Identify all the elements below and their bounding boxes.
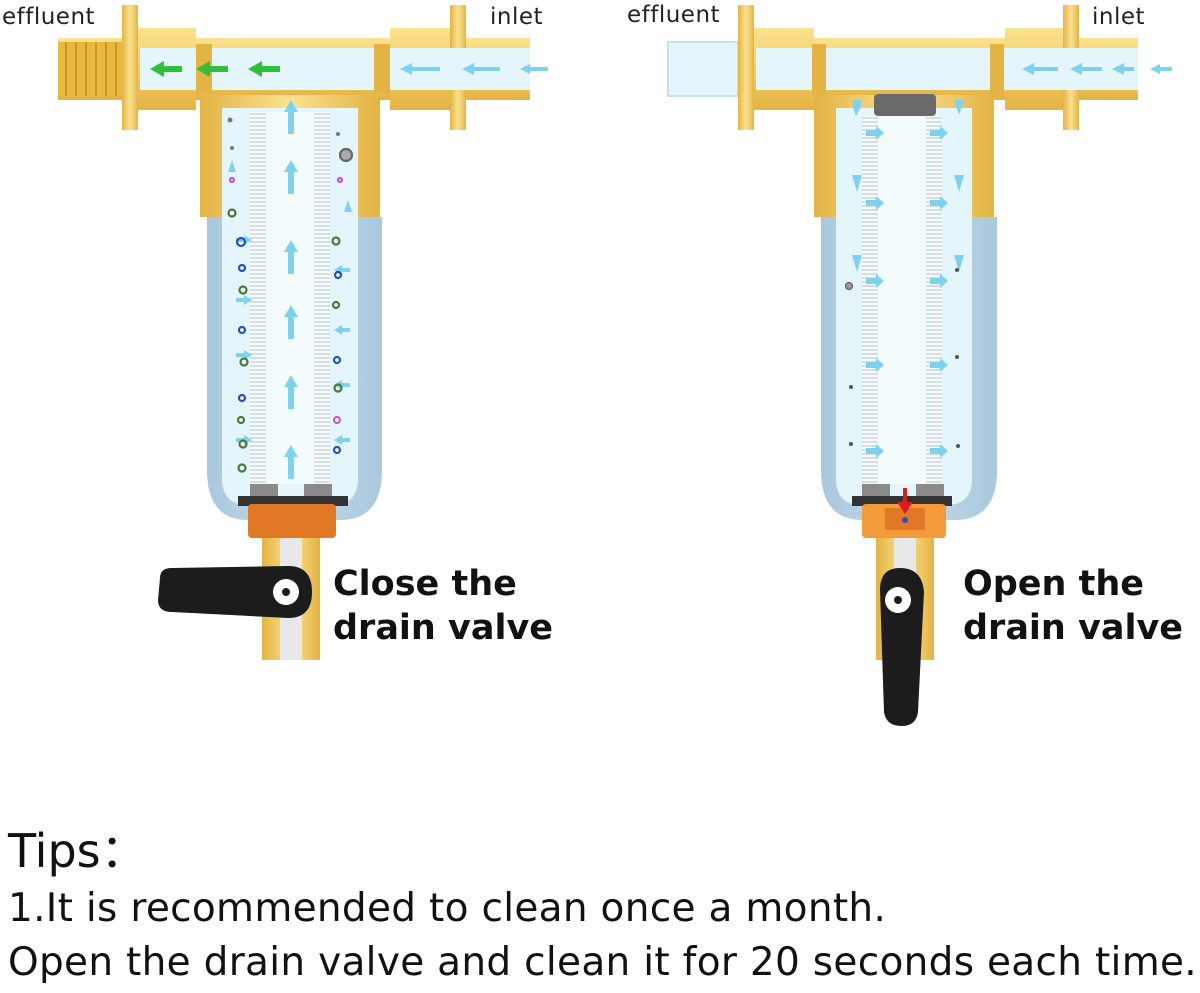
right-filter [667,5,1172,726]
close-valve-caption-line1: Close the [333,564,517,604]
left-union-nut-outlet [122,5,138,130]
right-outlet-thread [667,41,739,97]
right-mesh-plug [874,94,936,116]
left-effluent-label: effluent [2,4,96,30]
valve-handle-icon [158,566,312,618]
open-valve-caption-line1: Open the [963,564,1145,604]
right-union-nut-outlet [738,5,754,130]
left-outlet-thread [58,42,128,96]
tips-title: Tips： [8,824,147,878]
right-inlet-label: inlet [1092,4,1146,30]
tip-line-2: Open the drain valve and clean it for 20… [8,940,1197,985]
close-valve-caption-line2: drain valve [333,608,554,648]
open-valve-caption-line2: drain valve [963,608,1184,648]
left-filter [58,5,548,660]
drain-arrow-icon [897,488,913,514]
right-effluent-label: effluent [627,2,721,28]
flow-arrow-icon [150,61,280,77]
open-valve-caption: Open the drain valve [963,562,1183,650]
close-valve-caption: Close the drain valve [333,562,553,650]
tip-line-1: 1.It is recommended to clean once a mont… [8,886,887,931]
filter-diagram [58,5,1172,726]
tips-section: Tips： 1.It is recommended to clean once … [8,820,1198,990]
flow-arrow-icon [1022,63,1172,75]
left-inlet-label: inlet [490,4,544,30]
left-valve-seat [248,504,336,538]
